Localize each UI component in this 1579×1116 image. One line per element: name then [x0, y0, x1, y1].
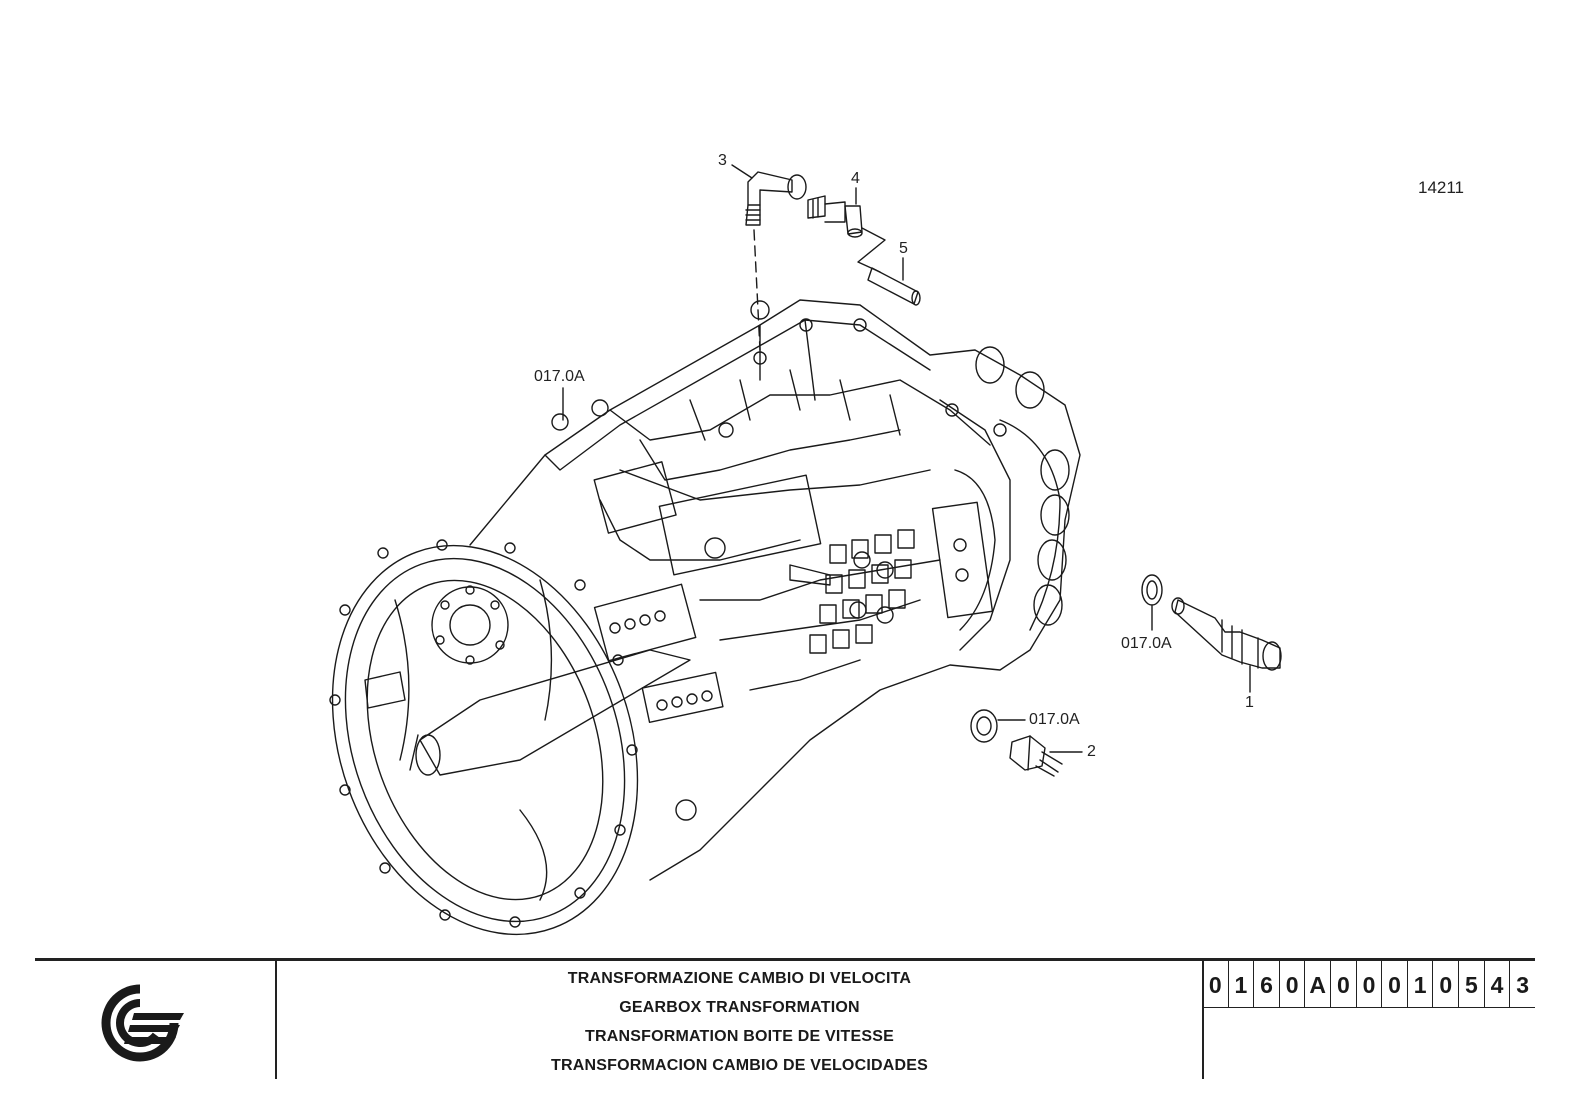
part-code: 0 1 6 0 A 0 0 0 1 0 5 4 3: [1203, 961, 1535, 1008]
title-block: TRANSFORMAZIONE CAMBIO DI VELOCITA GEARB…: [35, 958, 1535, 1079]
code-char: 0: [1433, 961, 1460, 1007]
assembly-line-3: [753, 229, 761, 351]
code-char: 0: [1382, 961, 1408, 1007]
code-char: 1: [1408, 961, 1434, 1007]
bell-housing: [329, 539, 724, 936]
code-char: 0: [1331, 961, 1357, 1007]
code-char: 0: [1357, 961, 1383, 1007]
callout-2: 2: [1087, 743, 1096, 760]
logo-cell: [35, 961, 277, 1079]
code-char: 1: [1229, 961, 1255, 1007]
code-char: 4: [1485, 961, 1511, 1007]
assembly-line-5: [857, 227, 886, 273]
gearbox-housing: [469, 299, 1081, 881]
title-spanish: TRANSFORMACION CAMBIO DE VELOCIDADES: [551, 1057, 928, 1074]
callout-5: 5: [899, 240, 908, 257]
part-4-adapter: [807, 195, 863, 238]
code-char: 0: [1203, 961, 1229, 1007]
callout-1: 1: [1245, 694, 1254, 711]
callout-ref-right: 017.0A: [1121, 635, 1172, 652]
sheet-number: 14211: [1418, 178, 1465, 197]
code-char: 5: [1459, 961, 1485, 1007]
title-english: GEARBOX TRANSFORMATION: [619, 999, 860, 1016]
brand-logo-icon: [101, 984, 184, 1062]
code-char: A: [1305, 961, 1332, 1007]
part-5-pin: [867, 267, 921, 306]
part-3-elbow-fitting: [745, 171, 807, 226]
gearbox-exploded-diagram: [329, 164, 1282, 936]
callout-ref-bottom: 017.0A: [1029, 711, 1080, 728]
part-2-switch: [970, 709, 1063, 777]
code-char: 3: [1516, 972, 1530, 998]
code-char: 6: [1254, 961, 1280, 1007]
callout-3: 3: [718, 152, 727, 169]
title-italian: TRANSFORMAZIONE CAMBIO DI VELOCITA: [567, 970, 912, 987]
part-code-cell: 0 1 6 0 A 0 0 0 1 0 5 4 3: [1203, 961, 1535, 1079]
code-char: 0: [1280, 961, 1306, 1007]
leader-3: [731, 164, 753, 179]
callout-ref-top: 017.0A: [534, 368, 585, 385]
title-cell: TRANSFORMAZIONE CAMBIO DI VELOCITA GEARB…: [277, 961, 1204, 1079]
title-french: TRANSFORMATION BOITE DE VITESSE: [584, 1028, 895, 1045]
part-1-sensor: [1141, 574, 1282, 671]
callout-4: 4: [851, 170, 860, 187]
